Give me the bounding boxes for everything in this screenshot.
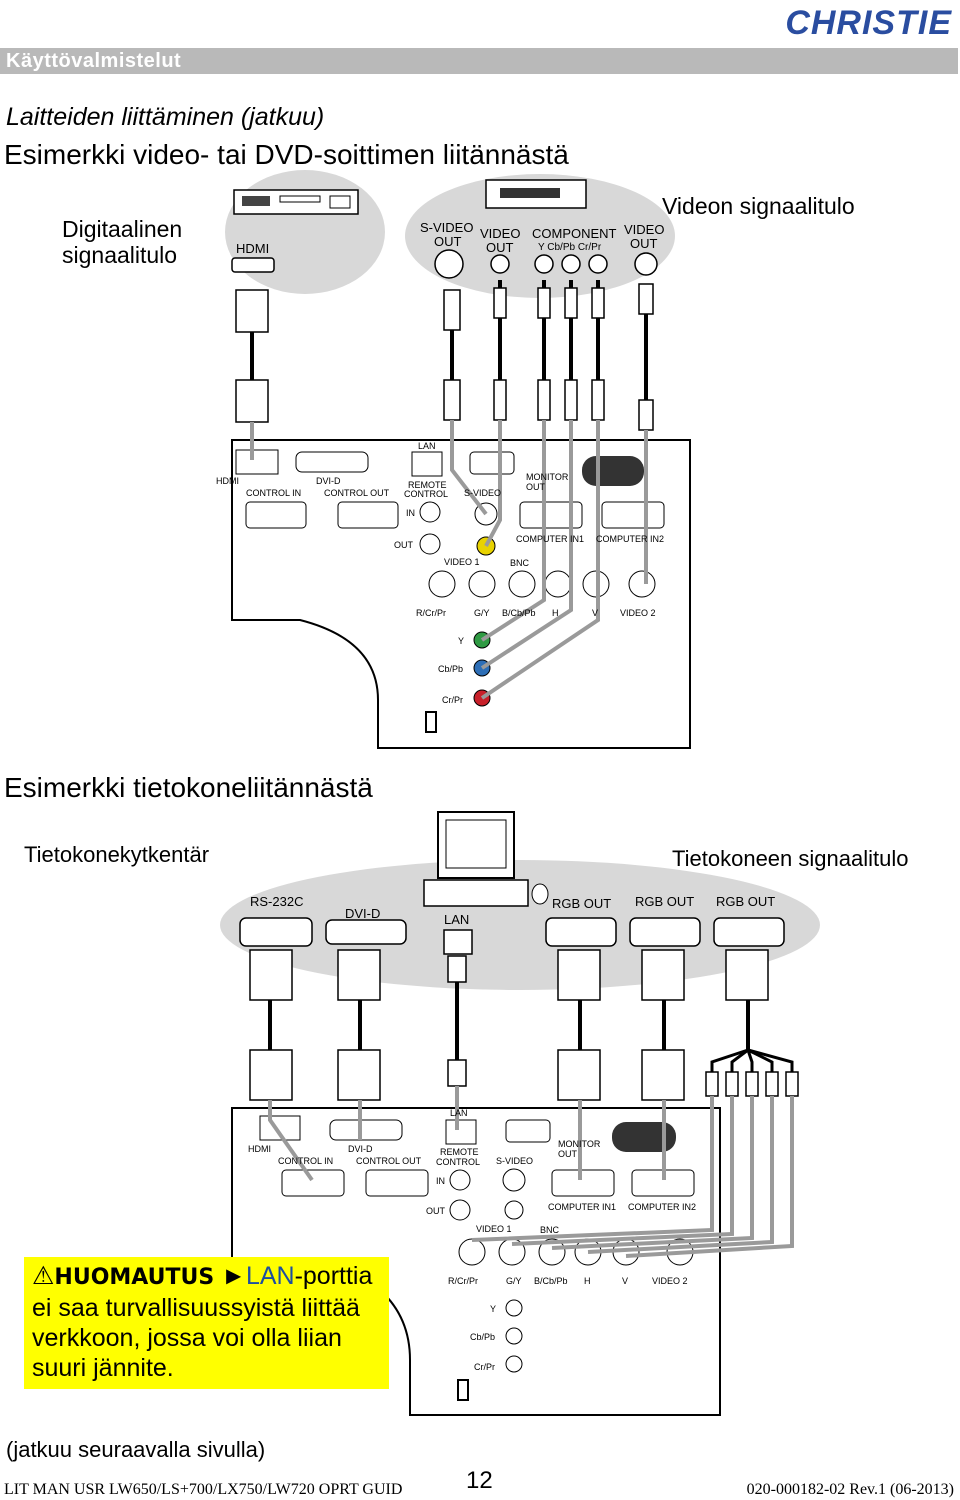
continued-note: (jatkuu seuraavalla sivulla): [6, 1437, 266, 1462]
svg-text:DVI-D: DVI-D: [348, 1144, 373, 1154]
svg-text:CONTROL IN: CONTROL IN: [246, 488, 301, 498]
dvd-player-icon: [233, 189, 359, 215]
svg-text:COMPUTER IN1: COMPUTER IN1: [516, 534, 584, 544]
player-hdmi-label: HDMI: [236, 241, 269, 256]
svg-text:Y: Y: [490, 1304, 496, 1314]
heading-video: Esimerkki video- tai DVD-soittimen liitä…: [4, 139, 569, 170]
warning-lan: LAN: [245, 1262, 295, 1290]
footer-left: LIT MAN USR LW650/LS+700/LX750/LW720 OPR…: [4, 1481, 403, 1498]
label-controller: Tietokonekytkentär: [24, 842, 210, 867]
section-title: Käyttövalmistelut: [6, 50, 182, 72]
pc-dvid-label: DVI-D: [345, 906, 380, 921]
video-recorder-icon: [485, 179, 587, 209]
christie-logo: CHRISTIE: [785, 4, 952, 42]
svg-text:R/Cr/Pr: R/Cr/Pr: [448, 1276, 478, 1286]
svg-text:VIDEO 1: VIDEO 1: [476, 1224, 512, 1234]
pc-rgb2-label: RGB OUT: [635, 894, 694, 909]
panel-top-labels: LAN HDMI DVI-D CONTROL IN CONTROL OUT RE…: [216, 441, 664, 705]
svg-text:HDMI: HDMI: [248, 1144, 271, 1154]
svg-text:BNC: BNC: [540, 1225, 560, 1235]
hdmi-port-player: [231, 257, 275, 273]
svg-text:G/Y: G/Y: [506, 1276, 522, 1286]
warning-title: HUOMAUTUS: [54, 1265, 215, 1290]
svg-text:S-VIDEO: S-VIDEO: [464, 488, 501, 498]
projector-panel-top: [231, 439, 691, 749]
warning-arrow: ►: [221, 1262, 246, 1290]
footer-right: 020-000182-02 Rev.1 (06-2013): [746, 1481, 954, 1498]
svg-text:Cb/Pb: Cb/Pb: [438, 664, 463, 674]
panel-bottom-labels: LAN HDMI DVI-D CONTROL IN CONTROL OUT RE…: [248, 1108, 696, 1372]
svg-text:G/Y: G/Y: [474, 608, 490, 618]
svg-text:DVI-D: DVI-D: [316, 476, 341, 486]
svg-text:VIDEO 2: VIDEO 2: [652, 1276, 688, 1286]
player-component-sub-label: Y Cb/Pb Cr/Pr: [538, 242, 602, 253]
warning-box: ⚠HUOMAUTUS ►LAN-porttia ei saa turvallis…: [24, 1257, 389, 1389]
halo-player: [405, 174, 675, 298]
svg-text:CONTROL IN: CONTROL IN: [278, 1156, 333, 1166]
svg-text:B/Cb/Pb: B/Cb/Pb: [502, 608, 536, 618]
subtitle: Laitteiden liittäminen (jatkuu): [6, 103, 325, 131]
svg-text:B/Cb/Pb: B/Cb/Pb: [534, 1276, 568, 1286]
computer-icon: [423, 811, 549, 907]
pc-rgb3-label: RGB OUT: [716, 894, 775, 909]
label-digital-signal: Digitaalinen signaalitulo: [62, 216, 183, 268]
heading-computer: Esimerkki tietokoneliitännästä: [4, 772, 373, 803]
page-number: 12: [466, 1467, 493, 1494]
svg-text:R/Cr/Pr: R/Cr/Pr: [416, 608, 446, 618]
label-video-signal: Videon signaalitulo: [662, 193, 855, 219]
svg-text:COMPUTER IN1: COMPUTER IN1: [548, 1202, 616, 1212]
svg-text:Cr/Pr: Cr/Pr: [474, 1362, 495, 1372]
player-component-label: COMPONENT: [532, 226, 617, 241]
svg-text:LAN: LAN: [450, 1108, 468, 1118]
svg-text:VIDEO 2: VIDEO 2: [620, 608, 656, 618]
warning-icon: ⚠: [32, 1262, 55, 1290]
svg-text:V: V: [592, 608, 598, 618]
svg-text:COMPUTER IN2: COMPUTER IN2: [596, 534, 664, 544]
section-bar: Käyttövalmistelut: [0, 48, 958, 74]
svg-text:V: V: [622, 1276, 628, 1286]
svg-text:VIDEO 1: VIDEO 1: [444, 557, 480, 567]
warning-text: -porttia ei saa turvallisuussyistä liitt…: [32, 1262, 373, 1382]
label-computer-signal: Tietokoneen signaalitulo: [672, 846, 909, 871]
svg-text:BNC: BNC: [510, 558, 530, 568]
svg-text:CONTROL OUT: CONTROL OUT: [356, 1156, 422, 1166]
svg-text:Cr/Pr: Cr/Pr: [442, 695, 463, 705]
pc-rgb1-label: RGB OUT: [552, 896, 611, 911]
svg-text:OUT: OUT: [426, 1206, 446, 1216]
svg-text:IN: IN: [406, 508, 415, 518]
svg-text:H: H: [552, 608, 559, 618]
svg-text:LAN: LAN: [418, 441, 436, 451]
svg-text:Y: Y: [458, 636, 464, 646]
svg-text:S-VIDEO: S-VIDEO: [496, 1156, 533, 1166]
pc-rs232c-label: RS-232C: [250, 894, 303, 909]
svg-text:COMPUTER IN2: COMPUTER IN2: [628, 1202, 696, 1212]
halo-hdmi: [225, 170, 385, 294]
pc-lan-label: LAN: [444, 912, 469, 927]
svg-text:Cb/Pb: Cb/Pb: [470, 1332, 495, 1342]
svg-text:HDMI: HDMI: [216, 476, 239, 486]
svg-text:CONTROL OUT: CONTROL OUT: [324, 488, 390, 498]
svg-text:H: H: [584, 1276, 591, 1286]
svg-text:OUT: OUT: [394, 540, 414, 550]
svideo-port-player: [434, 249, 464, 279]
svg-text:IN: IN: [436, 1176, 445, 1186]
